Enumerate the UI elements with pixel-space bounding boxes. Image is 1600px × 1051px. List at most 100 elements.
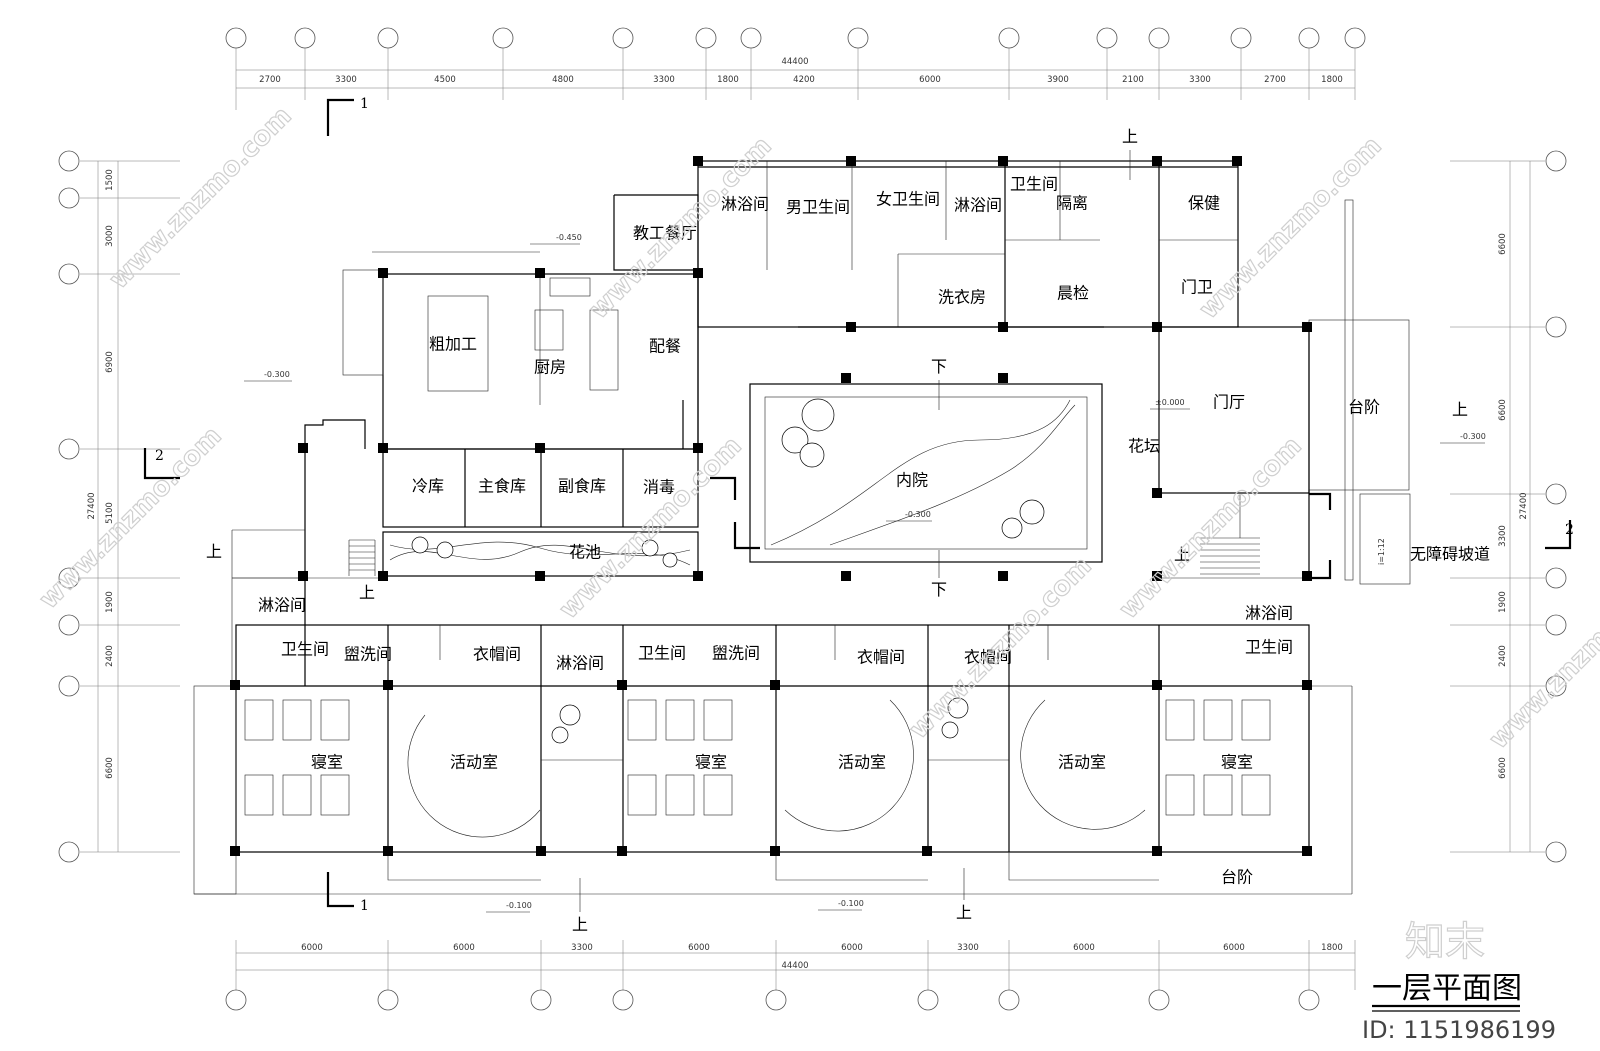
level-marks: -0.450 -0.300 -0.300 ±0.000 -0.300 -0.10… [244, 233, 1486, 913]
dim-right-seg: 6600 [1498, 757, 1508, 779]
section-2-right: 2 [1565, 522, 1574, 538]
dim-top-seg: 2700 [259, 75, 281, 85]
arrow-up-west: 上 [206, 542, 222, 561]
drawing-title: 一层平面图 [1372, 971, 1522, 1006]
room-wash-w: 盥洗间 [344, 645, 392, 664]
section-1-bottom: 1 [360, 898, 369, 914]
room-cloak-2: 衣帽间 [857, 648, 905, 667]
room-isolation: 隔离 [1056, 194, 1088, 213]
section-1-top: 1 [360, 96, 369, 112]
columns [230, 156, 1312, 856]
dim-right-total: 27400 [1519, 492, 1529, 519]
dim-top-seg: 4200 [793, 75, 815, 85]
room-bedroom-1: 寝室 [311, 753, 343, 772]
level-west: -0.300 [264, 370, 290, 379]
room-lobby: 门厅 [1213, 393, 1245, 412]
room-inner-court: 内院 [896, 471, 928, 490]
room-wc-m: 卫生间 [638, 644, 686, 663]
dim-top-seg: 3900 [1047, 75, 1069, 85]
dim-right-seg: 2400 [1498, 645, 1508, 667]
level-kitchen-yard: -0.450 [556, 233, 582, 242]
arrow-up-south-a: 上 [572, 915, 588, 934]
level-courtyard: -0.300 [905, 510, 931, 519]
dim-left-seg: 5100 [105, 502, 115, 524]
room-wash-m: 盥洗间 [712, 644, 760, 663]
dim-top-seg: 3300 [653, 75, 675, 85]
dim-left-seg: 1500 [105, 169, 115, 191]
dim-left-seg: 2400 [105, 645, 115, 667]
arrow-up-south-b: 上 [956, 903, 972, 922]
arrow-up-west-stair: 上 [359, 583, 375, 602]
dimensions: 44400 2700 3300 4500 4800 3300 1800 4200… [87, 57, 1529, 971]
room-women-wc: 女卫生间 [876, 190, 940, 209]
dim-top-seg: 2700 [1264, 75, 1286, 85]
room-staff-dining: 教工餐厅 [633, 224, 697, 243]
dim-top-seg: 6000 [919, 75, 941, 85]
dim-top-seg: 3300 [1189, 75, 1211, 85]
dim-top-seg: 1800 [1321, 75, 1343, 85]
arrow-up-north: 上 [1122, 127, 1138, 146]
dim-right-seg: 1900 [1498, 591, 1508, 613]
dim-top-seg: 1800 [717, 75, 739, 85]
dim-top-seg: 4500 [434, 75, 456, 85]
room-guard: 门卫 [1181, 278, 1213, 297]
dim-bottom-seg: 3300 [571, 943, 593, 953]
title-block: 一层平面图 ID: 1151986199 [1362, 971, 1556, 1044]
dim-left-seg: 6900 [105, 351, 115, 373]
room-steps-e: 台阶 [1348, 398, 1380, 417]
room-serving: 配餐 [649, 337, 681, 356]
axis-grid [58, 27, 1567, 1011]
dim-bottom-seg: 6000 [1223, 943, 1245, 953]
room-staple-store: 主食库 [478, 477, 526, 496]
dim-bottom-seg: 6000 [301, 943, 323, 953]
dim-right-seg: 6600 [1498, 233, 1508, 255]
room-activity-2: 活动室 [838, 753, 886, 772]
section-2-left: 2 [155, 448, 164, 464]
room-activity-1: 活动室 [450, 753, 498, 772]
section-marks: 1 1 2 2 [143, 96, 1574, 914]
room-shower-e: 淋浴间 [1245, 604, 1293, 623]
dim-bottom-seg: 1800 [1321, 943, 1343, 953]
dim-top-seg: 3300 [335, 75, 357, 85]
room-ramp: 无障碍坡道 [1410, 545, 1490, 564]
room-wc-w: 卫生间 [281, 640, 329, 659]
watermark-url: www.znzmo.com [1194, 131, 1388, 325]
room-shower-w: 淋浴间 [258, 596, 306, 615]
room-kitchen: 厨房 [534, 358, 566, 377]
room-labels: 淋浴间 男卫生间 女卫生间 淋浴间 卫生间 隔离 保健 教工餐厅 洗衣房 晨检 … [258, 175, 1490, 887]
watermark-logo: 知末 [1405, 919, 1485, 965]
dim-bottom-seg: 6000 [688, 943, 710, 953]
dim-bottom-total: 44400 [781, 961, 808, 971]
room-shower-n1: 淋浴间 [721, 195, 769, 214]
watermark-url: www.znzmo.com [1114, 431, 1308, 625]
dim-top-seg: 2100 [1122, 75, 1144, 85]
room-steps-s: 台阶 [1221, 868, 1253, 887]
dim-left-total: 27400 [87, 492, 97, 519]
room-cloak-1: 衣帽间 [473, 645, 521, 664]
arrow-down-court-n: 下 [931, 357, 947, 376]
arrow-up-east: 上 [1452, 400, 1468, 419]
room-bedroom-2: 寝室 [695, 753, 727, 772]
room-disinfect: 消毒 [643, 478, 675, 497]
room-wc-n: 卫生间 [1010, 175, 1058, 194]
level-south-b: -0.100 [838, 899, 864, 908]
dim-left-seg: 3000 [105, 225, 115, 247]
watermarks: www.znzmo.com www.znzmo.com www.znzmo.co… [33, 100, 1600, 965]
image-id: ID: 1151986199 [1362, 1016, 1556, 1044]
level-south-a: -0.100 [506, 901, 532, 910]
arrow-down-court-s: 下 [931, 580, 947, 599]
watermark-url: www.znzmo.com [554, 431, 748, 625]
room-laundry: 洗衣房 [938, 288, 986, 307]
dim-bottom-seg: 3300 [957, 943, 979, 953]
dim-bottom-seg: 6000 [453, 943, 475, 953]
room-activity-3: 活动室 [1058, 753, 1106, 772]
room-bedroom-3: 寝室 [1221, 753, 1253, 772]
room-men-wc: 男卫生间 [786, 198, 850, 217]
room-wc-e: 卫生间 [1245, 638, 1293, 657]
room-planter: 花池 [569, 543, 601, 562]
dim-bottom-seg: 6000 [841, 943, 863, 953]
room-cold-store: 冷库 [412, 477, 444, 496]
room-health: 保健 [1188, 194, 1220, 213]
dim-top-total: 44400 [781, 57, 808, 67]
